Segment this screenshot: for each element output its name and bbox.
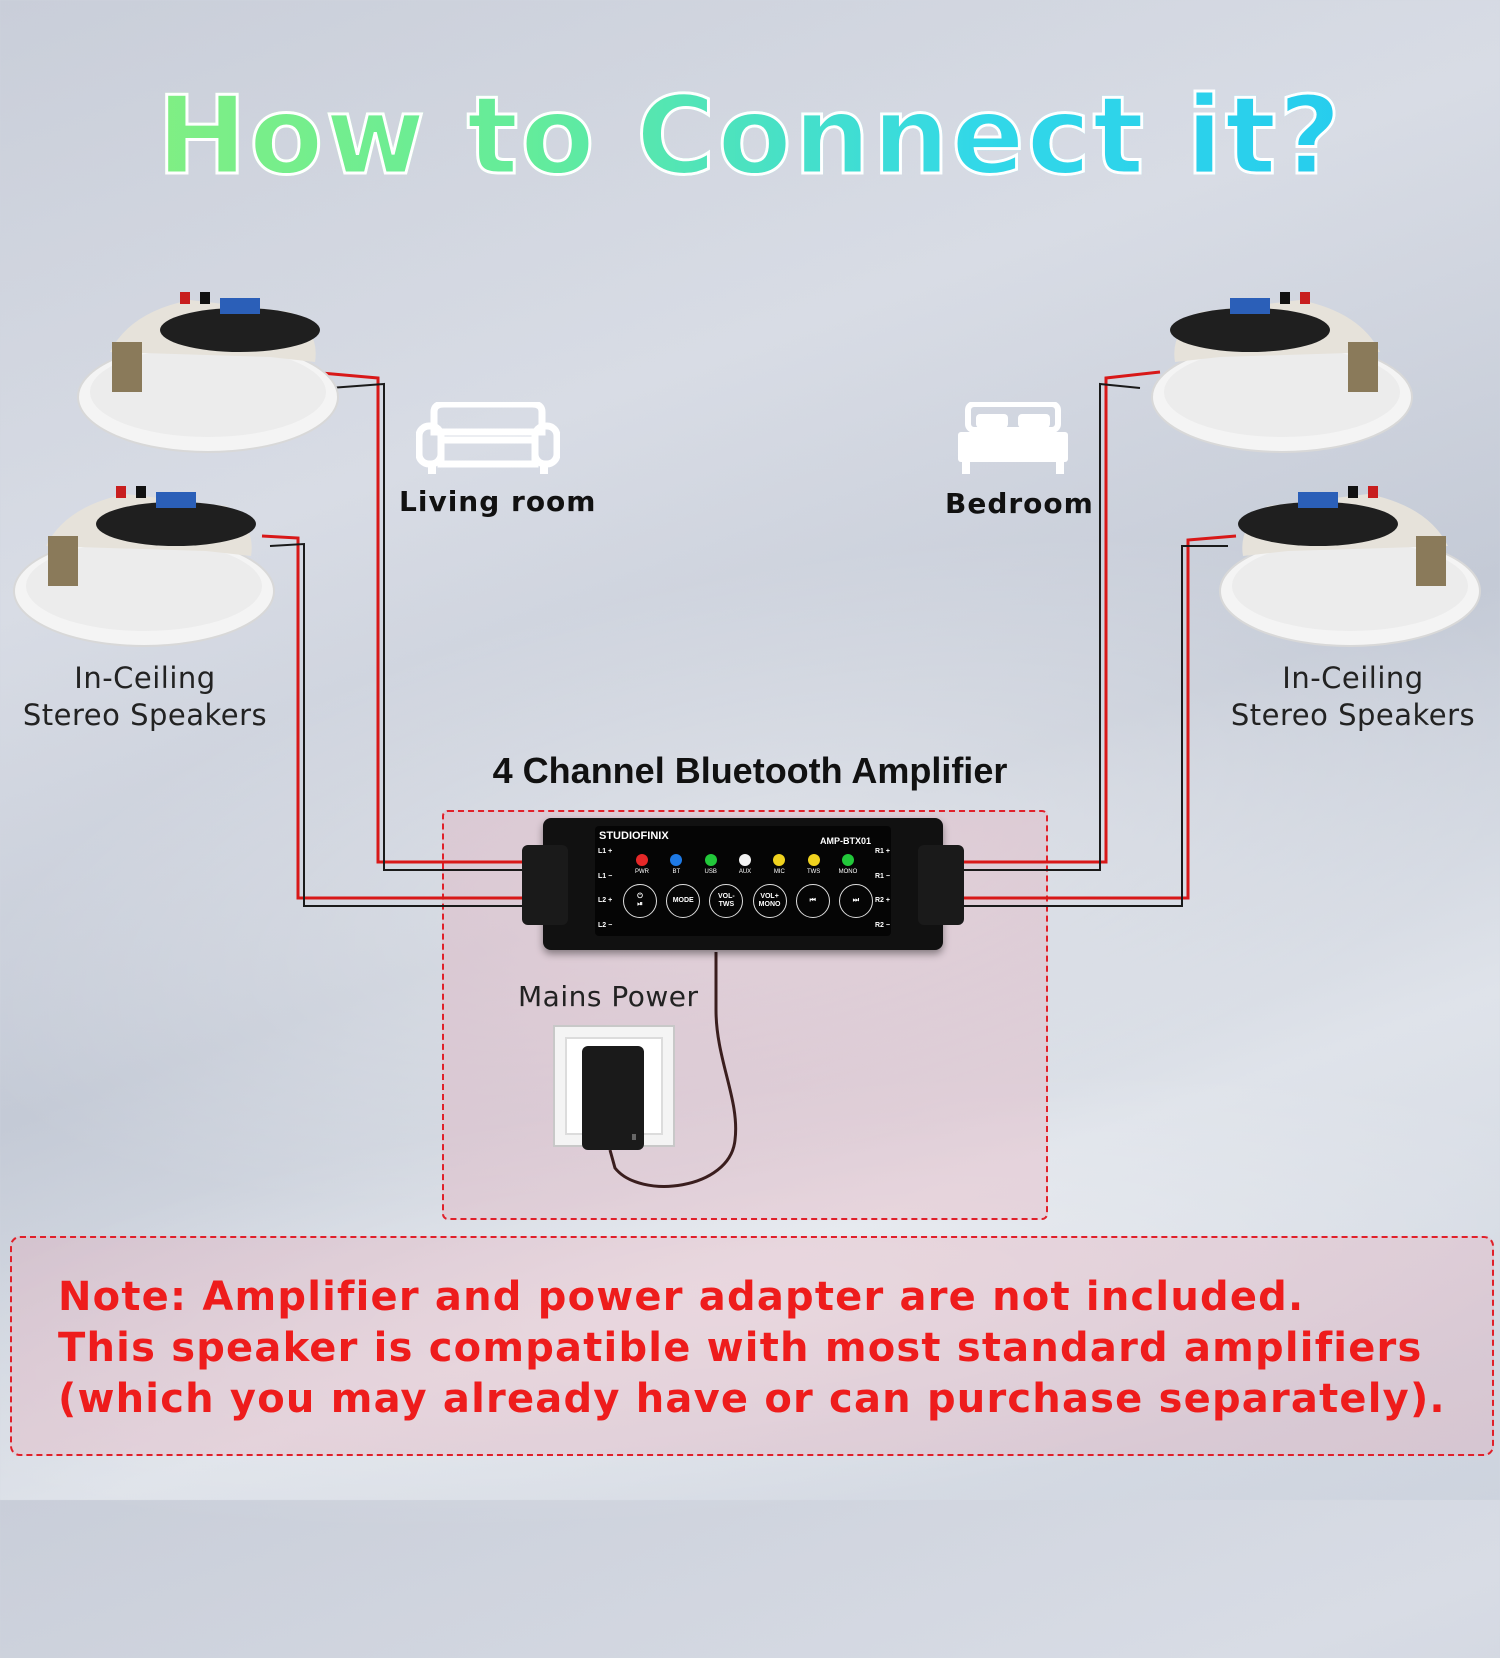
- terminal-label: R1 +: [875, 848, 890, 855]
- speaker-label-right: In-Ceiling Stereo Speakers: [1218, 660, 1488, 734]
- amp-control-button: ⏮: [795, 884, 830, 918]
- speaker-left-bottom: [13, 486, 275, 647]
- led-indicator: AUX: [728, 854, 762, 875]
- speaker-label-line: Stereo Speakers: [1230, 698, 1476, 732]
- led-label: MONO: [838, 869, 858, 875]
- brand-logo: STUDIOFINIX: [599, 830, 669, 842]
- wire-left-bottom: [261, 534, 540, 907]
- led-dot: [670, 854, 683, 866]
- terminal-label: L2 −: [598, 922, 613, 929]
- sofa-icon: [416, 402, 560, 474]
- led-label: TWS: [806, 869, 821, 875]
- speaker-right-top: [1151, 292, 1413, 453]
- terminal-label: R1 −: [875, 873, 890, 880]
- led-dot: [738, 854, 751, 866]
- wire-left-top: [309, 370, 540, 871]
- amp-control-button: VOL+ MONO: [752, 884, 787, 918]
- speaker-right-bottom: [1219, 486, 1481, 647]
- led-label: MIC: [773, 869, 785, 875]
- amp-control-button: ⏭: [838, 884, 873, 918]
- led-label: PWR: [635, 869, 649, 875]
- amp-control-button: ⏻ ⏯: [623, 884, 657, 918]
- terminal-label: L1 −: [598, 873, 613, 880]
- led-indicator: MONO: [831, 854, 865, 875]
- model-number: AMP-BTX01: [819, 836, 871, 846]
- speaker-label-line: In-Ceiling: [74, 661, 216, 695]
- led-dot: [841, 854, 854, 866]
- wire-right-top: [945, 370, 1161, 871]
- led-dot: [704, 854, 717, 866]
- speaker-label-line: Stereo Speakers: [22, 698, 268, 732]
- amp-control-button: VOL- TWS: [709, 884, 744, 918]
- led-dot: [773, 854, 786, 866]
- speaker-left-top: [77, 292, 339, 453]
- amp-control-button: MODE: [666, 884, 701, 918]
- room-label-bedroom: Bedroom: [945, 487, 1094, 520]
- terminal-label: R2 −: [875, 922, 890, 929]
- amplifier-panel: STUDIOFINIX AMP-BTX01 PWR BT USB AUX MIC TWS M…: [595, 826, 891, 936]
- led-label: BT: [672, 869, 681, 875]
- led-label: AUX: [738, 869, 752, 875]
- led-indicator-row: PWR BT USB AUX MIC TWS MONO: [625, 854, 865, 875]
- wall-outlet-with-adapter: [553, 1025, 675, 1150]
- speaker-label-left: In-Ceiling Stereo Speakers: [10, 660, 280, 734]
- wire-right-bottom: [945, 534, 1237, 907]
- terminal-label: R2 +: [875, 897, 890, 904]
- led-label: USB: [704, 869, 717, 875]
- room-label-living-room: Living room: [399, 485, 597, 518]
- led-indicator: MIC: [762, 854, 796, 875]
- right-terminal-block: [918, 845, 964, 925]
- note-line: Note: Amplifier and power adapter are no…: [58, 1274, 1305, 1320]
- terminal-label: L2 +: [598, 897, 613, 904]
- led-indicator: USB: [694, 854, 728, 875]
- led-dot: [636, 854, 648, 866]
- left-terminal-block: [522, 845, 568, 925]
- note-box: [10, 1236, 1494, 1456]
- led-indicator: PWR: [625, 854, 659, 875]
- bed-icon: [958, 402, 1068, 474]
- page-title: How to Connect it?: [0, 72, 1500, 202]
- speaker-label-line: In-Ceiling: [1282, 661, 1424, 695]
- led-indicator: TWS: [797, 854, 831, 875]
- amplifier-title: 4 Channel Bluetooth Amplifier: [492, 750, 1008, 791]
- led-dot: [807, 854, 820, 866]
- note-line: This speaker is compatible with most sta…: [58, 1325, 1423, 1371]
- mains-power-label: Mains Power: [518, 980, 699, 1013]
- speaker-wires: [261, 370, 1237, 1188]
- terminal-label: L1 +: [598, 848, 613, 855]
- power-cable: [608, 952, 738, 1188]
- note-line: (which you may already have or can purch…: [58, 1376, 1446, 1422]
- led-indicator: BT: [659, 854, 693, 875]
